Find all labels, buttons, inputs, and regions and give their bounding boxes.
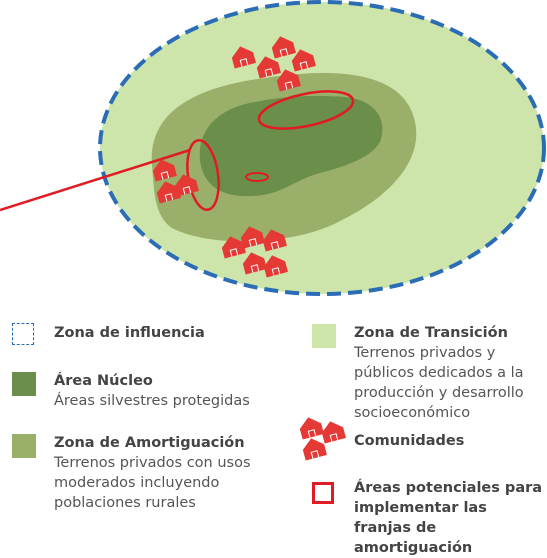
legend-transition-desc: Terrenos privados y públicos dedicados a… [354,345,524,421]
core-swatch [12,372,36,396]
legend-core-desc: Áreas silvestres protegidas [54,393,250,409]
pointer-line [0,148,191,212]
legend-communities-title: Comunidades [354,433,465,449]
core-zone [199,95,383,197]
legend-transition-title: Zona de Transición [354,325,508,341]
transition-swatch [312,324,336,348]
influence-swatch [12,323,34,345]
legend-core-title: Área Núcleo [54,373,153,389]
legend-buffer-title: Zona de Amortiguación [54,435,245,451]
legend-influence-title: Zona de influencia [54,325,205,341]
legend-buffer-desc: Terrenos privados con usos moderados inc… [54,455,251,511]
buffer-swatch [12,434,36,458]
potential-area-small [245,172,269,182]
zoning-diagram [0,0,546,296]
potential-area-top [257,90,355,130]
legend-potential-title: Áreas potenciales para implementar las f… [354,480,543,556]
potential-swatch [312,482,334,504]
house-icon [300,415,346,461]
